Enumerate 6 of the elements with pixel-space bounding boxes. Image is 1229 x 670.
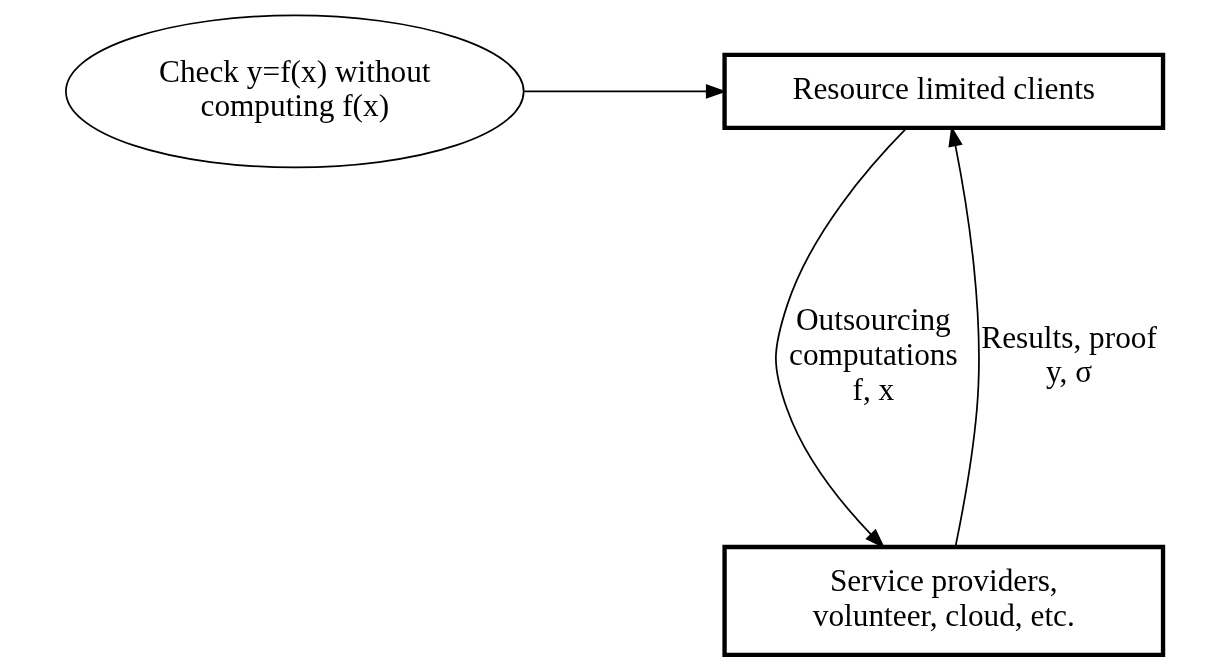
edge-label: Outsourcing computations f, x	[789, 302, 958, 407]
edge-label: Results, proof y, σ	[981, 319, 1157, 390]
node-box: Resource limited clients	[722, 52, 1166, 131]
arrow	[523, 84, 727, 99]
node-ellipse: Check y=f(x) without computing f(x)	[65, 14, 525, 169]
node-box: Service providers, volunteer, cloud, etc.	[722, 544, 1166, 658]
